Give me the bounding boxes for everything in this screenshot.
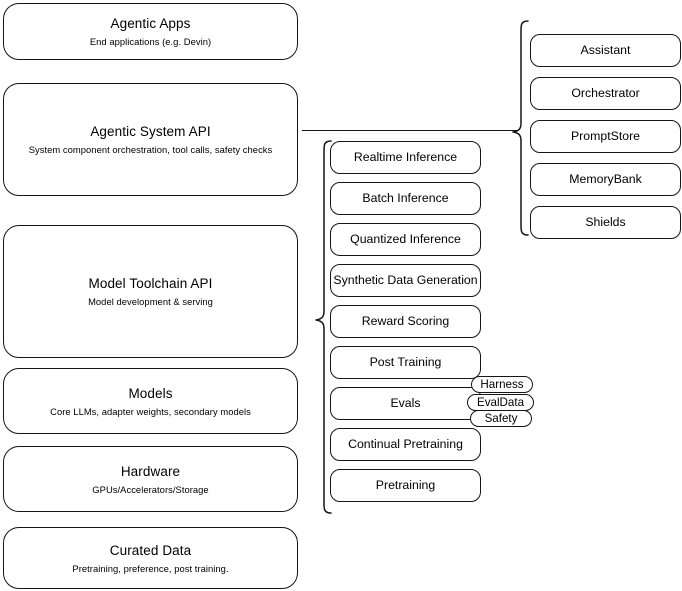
evals-tag-safety[interactable]: Safety [470, 410, 532, 427]
capability-label: Reward Scoring [361, 314, 450, 328]
layer-title: Models [128, 385, 173, 401]
connector-line-system-api-to-components [302, 130, 517, 132]
layer-subtitle: System component orchestration, tool cal… [28, 144, 273, 155]
layer-box-curated-data[interactable]: Curated Data Pretraining, preference, po… [3, 527, 298, 589]
layer-subtitle: Model development & serving [88, 296, 213, 307]
evals-tag-evaldata[interactable]: EvalData [467, 394, 534, 411]
layer-title: Agentic System API [90, 124, 211, 139]
evals-tag-label: Harness [480, 377, 524, 391]
brace-toolchain-capabilities [306, 140, 332, 515]
capability-quantized-inference[interactable]: Quantized Inference [330, 223, 481, 256]
capability-label: Batch Inference [362, 191, 449, 205]
layer-subtitle: Core LLMs, adapter weights, secondary mo… [50, 405, 251, 417]
layer-box-hardware[interactable]: Hardware GPUs/Accelerators/Storage [3, 446, 298, 512]
layer-title: Model Toolchain API [88, 276, 213, 291]
capability-pretraining[interactable]: Pretraining [330, 469, 481, 502]
capability-reward-scoring[interactable]: Reward Scoring [330, 305, 481, 338]
layer-box-agentic-system-api[interactable]: Agentic System API System component orch… [3, 83, 298, 196]
capability-label: Pretraining [375, 478, 436, 492]
capability-continual-pretraining[interactable]: Continual Pretraining [330, 428, 481, 461]
layer-title: Curated Data [109, 542, 192, 558]
capability-label: Synthetic Data Generation [333, 273, 478, 287]
capability-evals[interactable]: Evals [330, 387, 481, 420]
capability-batch-inference[interactable]: Batch Inference [330, 182, 481, 215]
layer-box-models[interactable]: Models Core LLMs, adapter weights, secon… [3, 368, 298, 434]
capability-label: Post Training [369, 355, 442, 369]
evals-tag-harness[interactable]: Harness [471, 376, 533, 393]
component-label: MemoryBank [569, 172, 642, 186]
evals-tag-label: EvalData [476, 395, 525, 409]
component-assistant[interactable]: Assistant [530, 34, 681, 67]
layer-box-agentic-apps[interactable]: Agentic Apps End applications (e.g. Devi… [3, 3, 298, 60]
layer-title: Hardware [120, 463, 181, 479]
component-label: Assistant [580, 43, 631, 57]
component-label: Orchestrator [571, 86, 640, 100]
component-memorybank[interactable]: MemoryBank [530, 163, 681, 196]
layer-subtitle: GPUs/Accelerators/Storage [92, 483, 209, 495]
layer-box-model-toolchain-api[interactable]: Model Toolchain API Model development & … [3, 225, 298, 358]
capability-label: Evals [390, 396, 421, 410]
capability-realtime-inference[interactable]: Realtime Inference [330, 141, 481, 174]
component-promptstore[interactable]: PromptStore [530, 120, 681, 153]
component-orchestrator[interactable]: Orchestrator [530, 77, 681, 110]
capability-synthetic-data-generation[interactable]: Synthetic Data Generation [330, 264, 481, 297]
capability-label: Realtime Inference [353, 150, 458, 164]
component-label: Shields [585, 215, 626, 229]
layer-title: Agentic Apps [110, 16, 191, 31]
brace-system-components [505, 20, 529, 236]
component-label: PromptStore [570, 129, 641, 143]
capability-label: Continual Pretraining [348, 437, 463, 451]
evals-tag-label: Safety [484, 411, 518, 425]
component-shields[interactable]: Shields [530, 206, 681, 239]
capability-label: Quantized Inference [350, 232, 461, 246]
capability-post-training[interactable]: Post Training [330, 346, 481, 379]
layer-subtitle: End applications (e.g. Devin) [89, 36, 212, 47]
layer-subtitle: Pretraining, preference, post training. [72, 562, 229, 574]
